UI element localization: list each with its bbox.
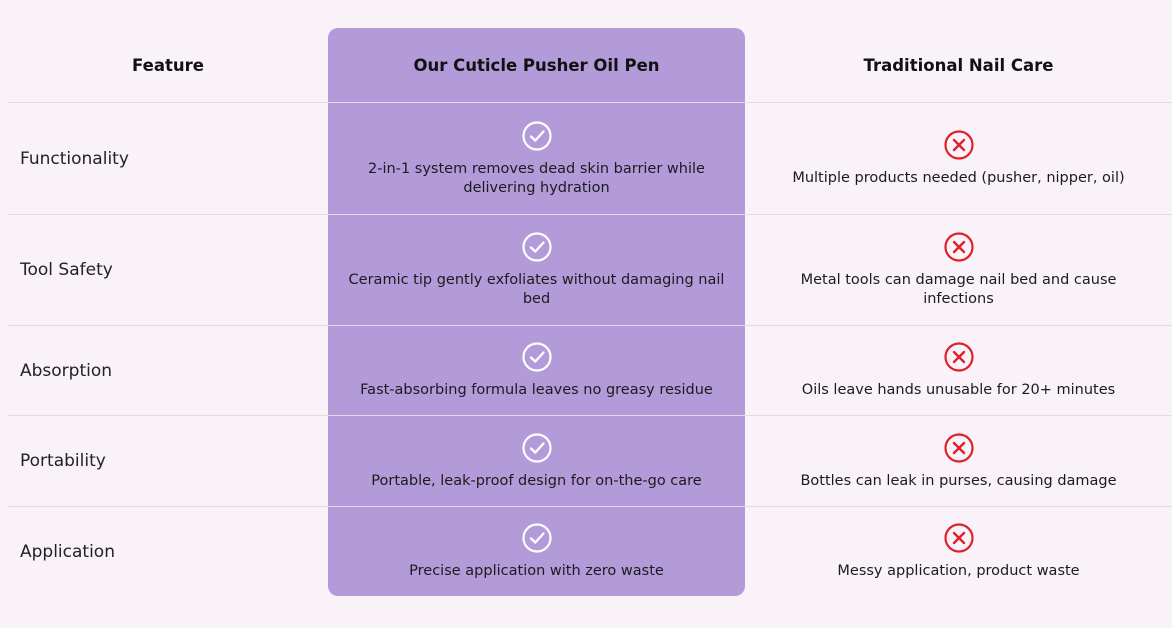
header-feature: Feature xyxy=(132,55,204,75)
ours-description: Portable, leak-proof design for on-the-g… xyxy=(371,472,702,489)
feature-cell: Absorption xyxy=(8,326,328,415)
feature-cell: Portability xyxy=(8,416,328,506)
x-circle-icon xyxy=(943,232,974,262)
header-ours: Our Cuticle Pusher Oil Pen xyxy=(413,55,660,75)
traditional-description: Oils leave hands unusable for 20+ minute… xyxy=(801,382,1116,398)
ours-cell: 2-in-1 system removes dead skin barrier … xyxy=(328,103,745,214)
x-circle-icon xyxy=(943,523,974,553)
ours-cell: Ceramic tip gently exfoliates without da… xyxy=(328,215,745,325)
table-row: Tool Safety Ceramic tip gently exfoliate… xyxy=(8,214,1172,325)
ours-cell: Fast-absorbing formula leaves no greasy … xyxy=(328,326,745,415)
table-row: Functionality 2-in-1 system removes dead… xyxy=(8,102,1172,214)
x-circle-icon xyxy=(943,130,974,160)
traditional-description: Metal tools can damage nail bed and caus… xyxy=(800,272,1117,307)
feature-label: Functionality xyxy=(20,148,129,169)
traditional-description: Multiple products needed (pusher, nipper… xyxy=(792,170,1125,186)
ours-description: 2-in-1 system removes dead skin barrier … xyxy=(368,160,705,196)
table-header-row: Feature Our Cuticle Pusher Oil Pen Tradi… xyxy=(8,28,1172,102)
feature-cell: Tool Safety xyxy=(8,215,328,325)
feature-cell: Application xyxy=(8,507,328,596)
feature-label: Application xyxy=(20,541,115,562)
table-row: Application Precise application with zer… xyxy=(8,506,1172,596)
ours-description: Ceramic tip gently exfoliates without da… xyxy=(348,272,725,307)
table-row: Absorption Fast-absorbing formula leaves… xyxy=(8,325,1172,415)
feature-cell: Functionality xyxy=(8,103,328,214)
feature-label: Tool Safety xyxy=(20,260,113,280)
comparison-table: Feature Our Cuticle Pusher Oil Pen Tradi… xyxy=(8,28,1172,596)
ours-description: Precise application with zero waste xyxy=(409,563,664,579)
check-circle-icon xyxy=(521,342,552,372)
ours-description: Fast-absorbing formula leaves no greasy … xyxy=(360,382,713,398)
x-circle-icon xyxy=(943,432,974,463)
ours-cell: Portable, leak-proof design for on-the-g… xyxy=(328,416,745,506)
traditional-cell: Oils leave hands unusable for 20+ minute… xyxy=(745,326,1172,415)
traditional-description: Messy application, product waste xyxy=(837,563,1080,579)
traditional-cell: Messy application, product waste xyxy=(745,507,1172,596)
x-circle-icon xyxy=(943,342,974,372)
ours-cell: Precise application with zero waste xyxy=(328,507,745,596)
check-circle-icon xyxy=(521,232,552,262)
table-row: Portability Portable, leak-proof design … xyxy=(8,415,1172,506)
header-traditional: Traditional Nail Care xyxy=(863,55,1054,75)
check-circle-icon xyxy=(521,523,552,553)
traditional-cell: Multiple products needed (pusher, nipper… xyxy=(745,103,1172,214)
traditional-cell: Bottles can leak in purses, causing dama… xyxy=(745,416,1172,506)
check-circle-icon xyxy=(521,432,552,463)
feature-label: Absorption xyxy=(20,360,113,381)
traditional-description: Bottles can leak in purses, causing dama… xyxy=(800,472,1117,489)
feature-label: Portability xyxy=(20,451,106,471)
check-circle-icon xyxy=(521,120,552,151)
traditional-cell: Metal tools can damage nail bed and caus… xyxy=(745,215,1172,325)
